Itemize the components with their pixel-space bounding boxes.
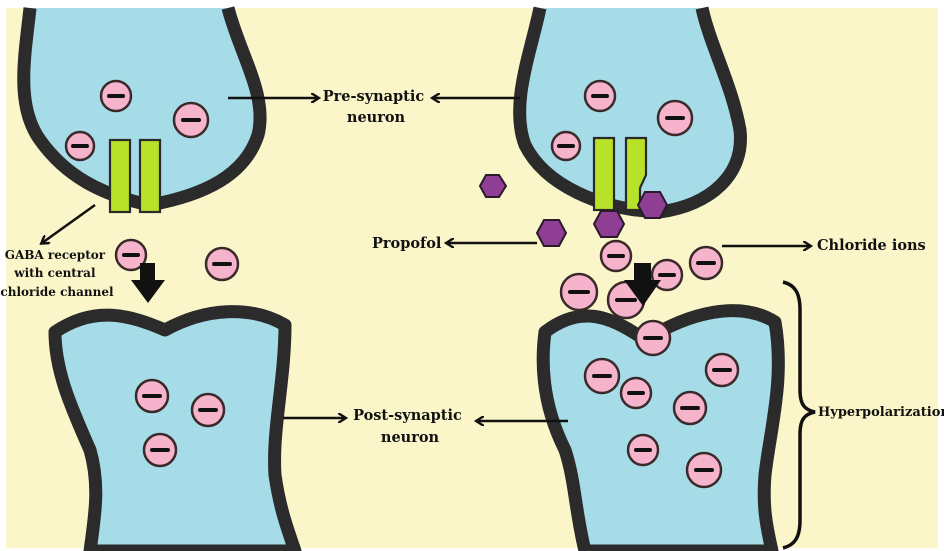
label-hyperpolarization: Hyperpolarization — [818, 405, 944, 420]
ion-l3 — [66, 132, 94, 160]
ion-l8 — [144, 434, 176, 466]
ion-r13 — [674, 392, 706, 424]
propofol-hexagon-1 — [480, 175, 506, 197]
ion-r6 — [690, 247, 722, 279]
ion-l2 — [174, 103, 208, 137]
gaba-receptor-left-a — [110, 140, 130, 212]
ion-l7 — [192, 394, 224, 426]
label-propofol: Propofol — [372, 235, 442, 252]
ion-r7 — [561, 274, 597, 310]
propofol-hexagon-3 — [594, 211, 624, 237]
ion-l5 — [206, 248, 238, 280]
ion-l6 — [136, 380, 168, 412]
ion-r2 — [658, 101, 692, 135]
ion-r12 — [706, 354, 738, 386]
propofol-hexagon-2 — [537, 220, 566, 246]
ion-r4 — [601, 241, 631, 271]
ion-r9 — [636, 321, 670, 355]
label-gaba-receptor: GABA receptor with central chloride chan… — [0, 248, 114, 299]
ion-r14 — [628, 435, 658, 465]
left-postsynaptic-neuron — [55, 312, 295, 551]
ion-r10 — [585, 359, 619, 393]
gaba-receptor-right-a — [594, 138, 614, 210]
ion-r3 — [552, 132, 580, 160]
gaba-receptor-left-b — [140, 140, 160, 212]
ion-r15 — [687, 453, 721, 487]
label-chloride-ions: Chloride ions — [817, 237, 926, 254]
propofol-hexagon-4 — [638, 192, 667, 218]
ion-l1 — [101, 81, 131, 111]
ion-r11 — [621, 378, 651, 408]
ion-r1 — [585, 81, 615, 111]
